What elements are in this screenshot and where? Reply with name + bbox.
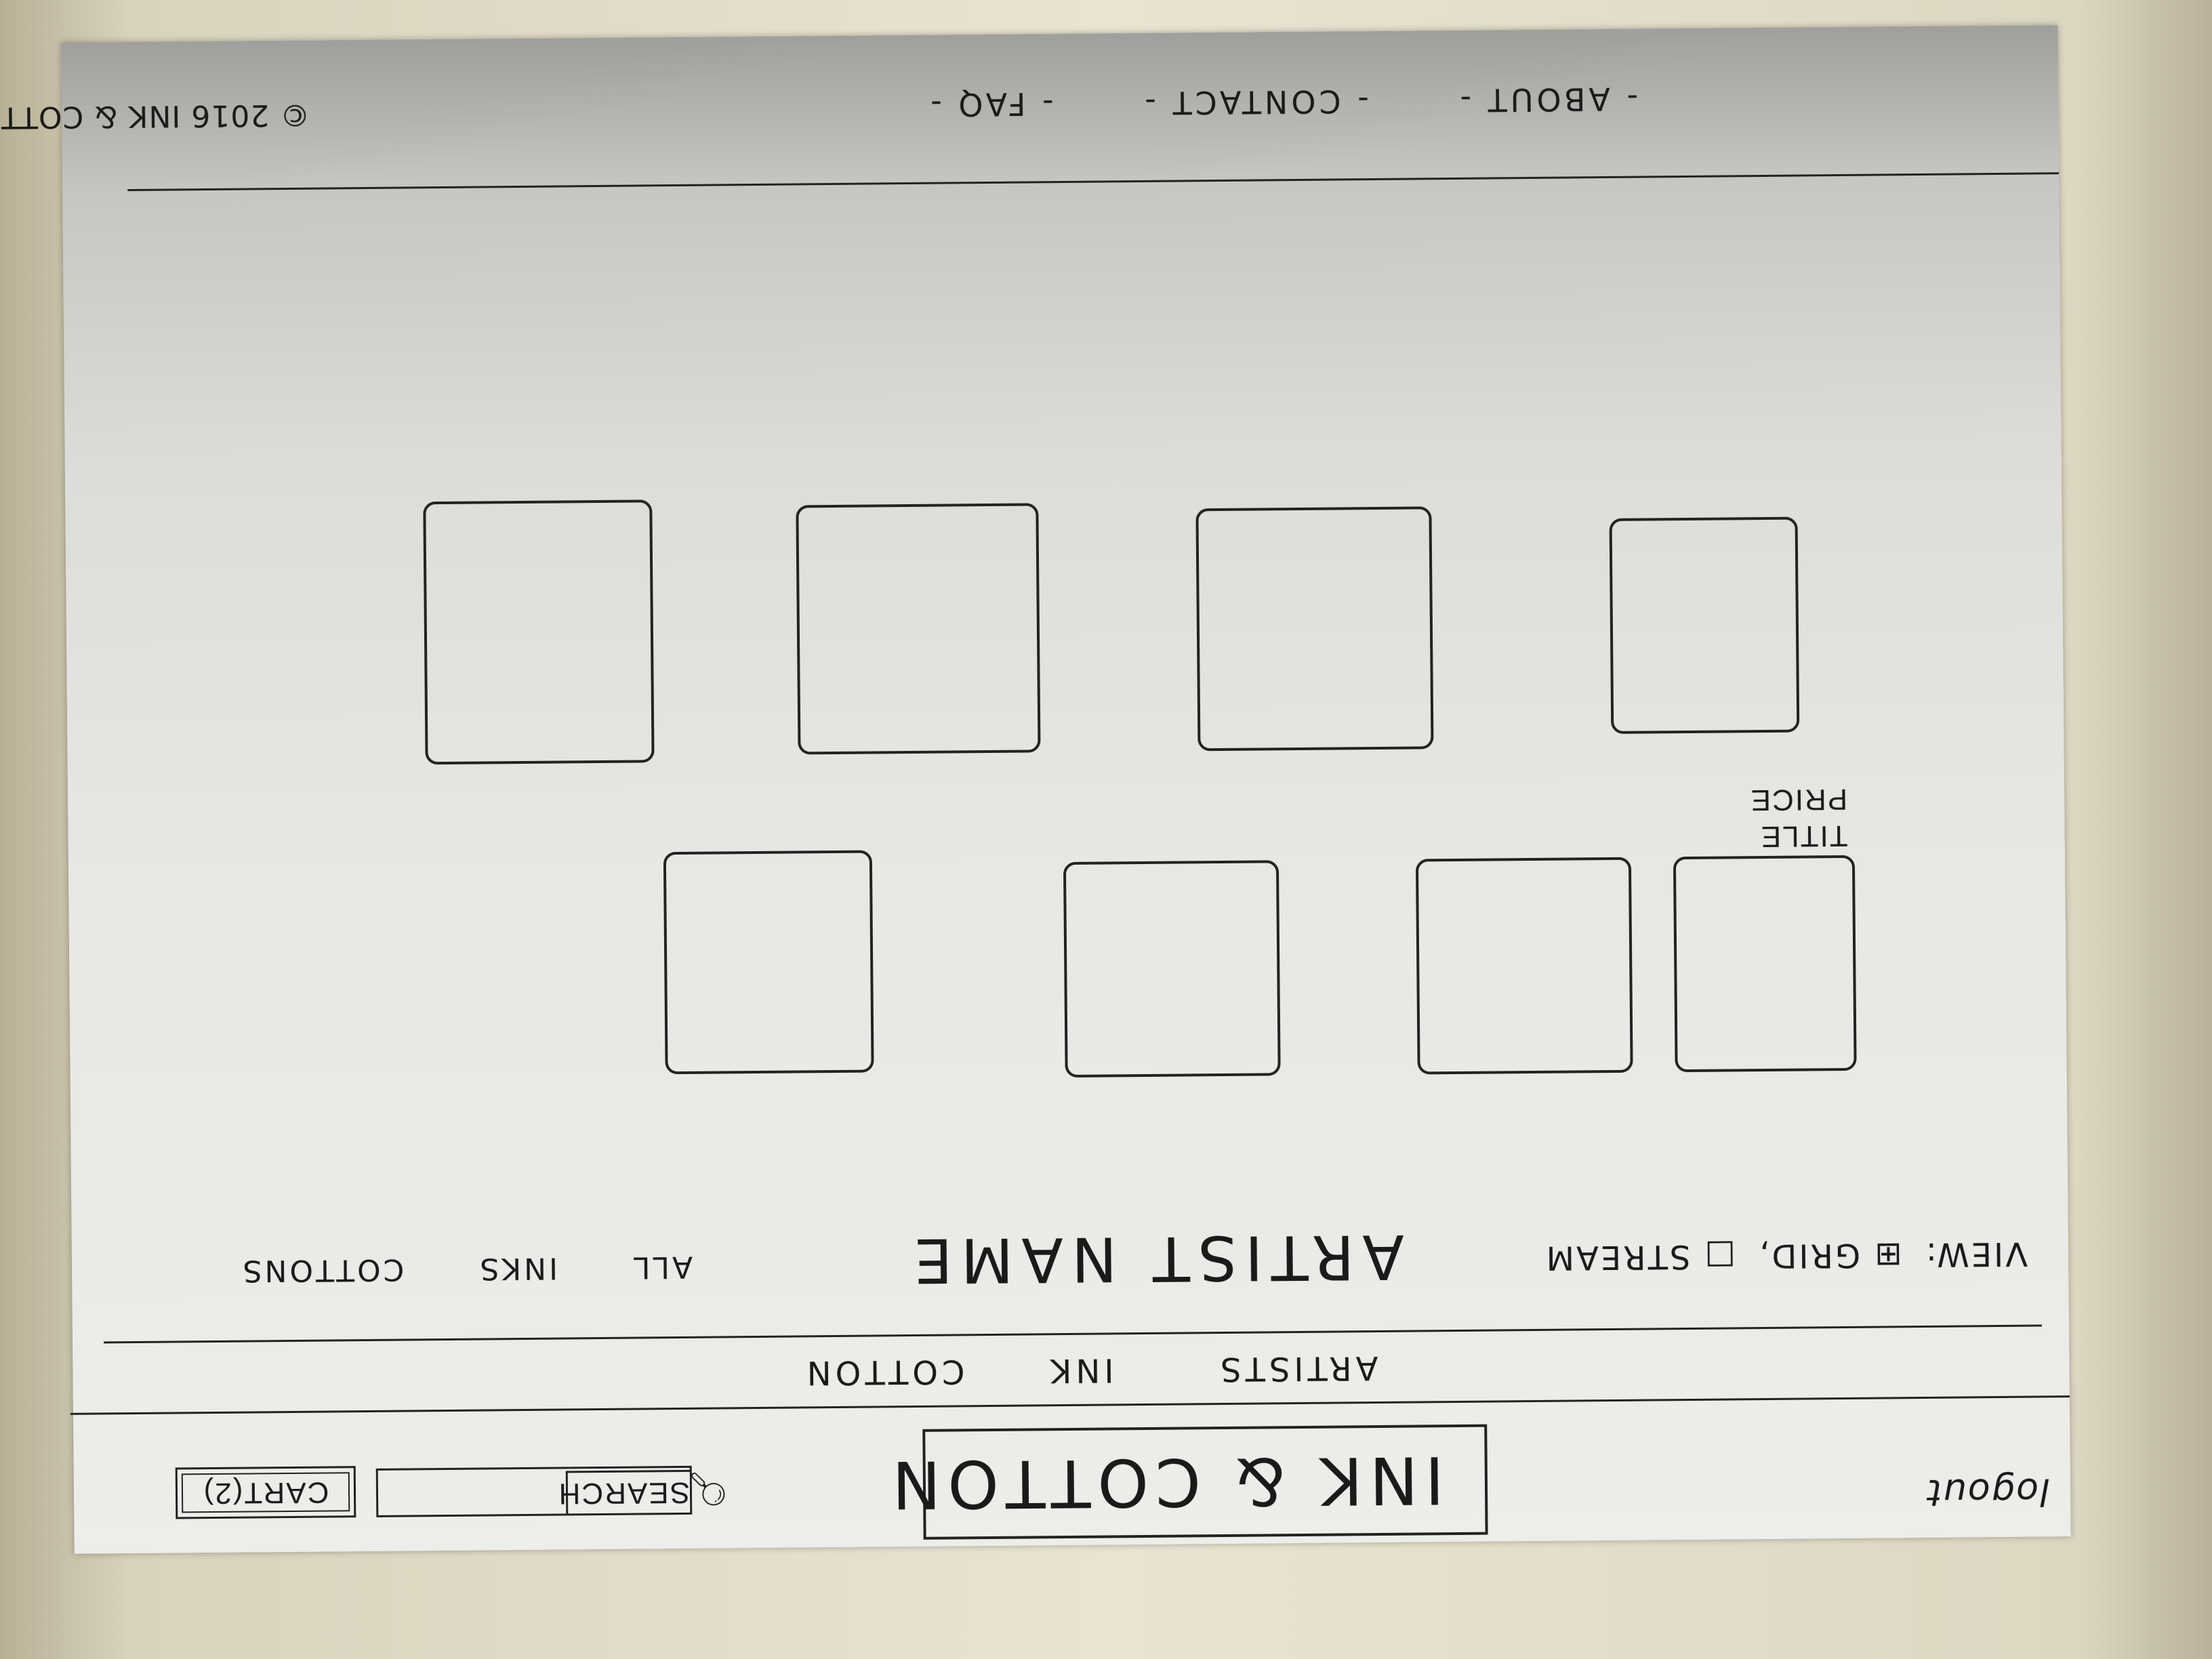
product-tile[interactable] xyxy=(1063,860,1281,1078)
product-tile[interactable] xyxy=(1673,855,1857,1073)
view-toggle: VIEW: ⊞ GRID, □ STREAM xyxy=(1544,1235,2028,1277)
filter-inks[interactable]: INKS xyxy=(477,1250,558,1286)
filter-cottons[interactable]: COTTONS xyxy=(240,1252,405,1288)
logo[interactable]: INK & COTTON xyxy=(885,1424,1488,1540)
product-title[interactable]: TITLE xyxy=(1759,819,1848,854)
product-tile[interactable] xyxy=(1195,506,1434,752)
nav-item-artists[interactable]: ARTISTS xyxy=(1216,1349,1378,1389)
wireframe-page: logout INK & COTTON 🔍︎ SEARCH CART(2) AR… xyxy=(0,25,2070,1554)
main-nav: ARTISTS INK COTTON xyxy=(73,1326,2070,1398)
nav-item-ink[interactable]: INK xyxy=(1046,1351,1114,1390)
grid-view-icon[interactable]: ⊞ xyxy=(1872,1235,1902,1274)
grid-view-option[interactable]: GRID, xyxy=(1757,1235,1861,1275)
search-icon: 🔍︎ xyxy=(687,1470,729,1507)
artist-name-heading: ARTIST NAME xyxy=(905,1220,1405,1296)
search-input[interactable] xyxy=(375,1465,693,1517)
view-label: VIEW: xyxy=(1923,1234,2028,1273)
product-tile[interactable] xyxy=(663,850,874,1075)
product-tile[interactable] xyxy=(796,503,1041,755)
product-meta: TITLE PRICE xyxy=(1749,781,1847,855)
product-price: PRICE xyxy=(1749,782,1848,817)
stream-view-icon[interactable]: □ xyxy=(1702,1237,1736,1275)
product-tile[interactable] xyxy=(1609,516,1800,734)
copyright-text: © 2016 INK & COTTON xyxy=(0,97,310,136)
logo-text: INK & COTTON xyxy=(884,1441,1445,1523)
footer-links: - ABOUT - - CONTACT - - FAQ - xyxy=(853,81,1638,124)
footer-link-about[interactable]: - ABOUT - xyxy=(1456,80,1639,119)
paper-sheet: logout INK & COTTON 🔍︎ SEARCH CART(2) AR… xyxy=(0,25,2071,1554)
filter-all[interactable]: ALL xyxy=(630,1249,693,1285)
cart-button-frame xyxy=(181,1472,350,1513)
header-divider xyxy=(70,1395,2070,1415)
nav-item-cotton[interactable]: COTTON xyxy=(802,1352,965,1392)
category-filters: ALL INKS COTTONS xyxy=(179,1250,693,1289)
footer-link-contact[interactable]: - CONTACT - xyxy=(1141,83,1370,121)
logout-link[interactable]: logout xyxy=(1926,1470,2051,1514)
stream-view-option[interactable]: STREAM xyxy=(1544,1237,1691,1277)
footer-link-faq[interactable]: - FAQ - xyxy=(926,85,1054,123)
product-tile[interactable] xyxy=(423,499,655,765)
footer-divider xyxy=(127,172,2060,192)
search-bar: 🔍︎ SEARCH xyxy=(375,1463,729,1520)
product-tile[interactable] xyxy=(1415,857,1633,1075)
cart-button[interactable]: CART(2) xyxy=(175,1466,356,1519)
